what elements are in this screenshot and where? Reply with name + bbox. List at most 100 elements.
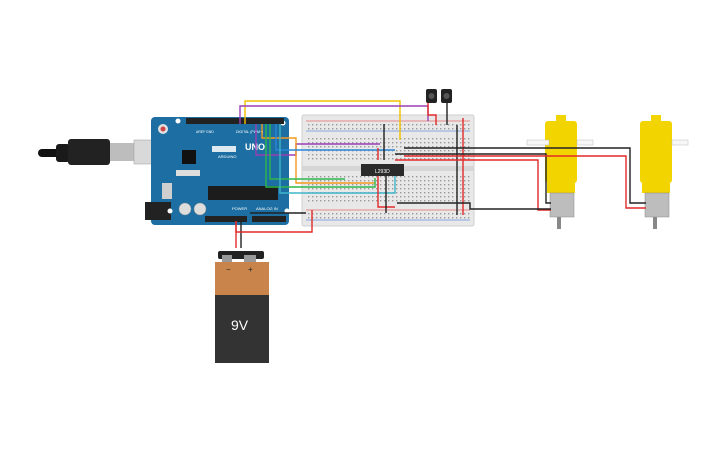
breadboard-hole [324, 138, 326, 140]
breadboard-hole [392, 196, 394, 198]
breadboard-hole [364, 138, 366, 140]
breadboard-hole [348, 176, 350, 178]
breadboard-hole [408, 124, 410, 126]
breadboard-hole [376, 184, 378, 186]
breadboard-hole [408, 213, 410, 215]
breadboard-hole [388, 184, 390, 186]
breadboard-hole [436, 213, 438, 215]
breadboard-hole [356, 176, 358, 178]
breadboard-hole [352, 188, 354, 190]
breadboard-hole [400, 188, 402, 190]
breadboard-hole [328, 142, 330, 144]
breadboard-hole [424, 200, 426, 202]
dc-motor-icon[interactable] [640, 115, 689, 229]
breadboard-hole [412, 200, 414, 202]
breadboard-hole [452, 217, 454, 219]
wire-black-rail [383, 124, 387, 213]
ir-sensor-icon[interactable] [426, 89, 452, 103]
breadboard-hole [336, 196, 338, 198]
breadboard-hole [324, 142, 326, 144]
breadboard-hole [316, 158, 318, 160]
breadboard-hole [436, 142, 438, 144]
breadboard-hole [452, 150, 454, 152]
breadboard-hole [352, 138, 354, 140]
breadboard-hole [392, 138, 394, 140]
breadboard-hole [424, 184, 426, 186]
breadboard-hole [308, 213, 310, 215]
breadboard-hole [336, 146, 338, 148]
breadboard-hole [384, 188, 386, 190]
breadboard-hole [448, 213, 450, 215]
breadboard-hole [376, 188, 378, 190]
breadboard-hole [460, 196, 462, 198]
breadboard-hole [356, 188, 358, 190]
breadboard-hole [428, 124, 430, 126]
breadboard-hole [380, 188, 382, 190]
breadboard-hole [372, 217, 374, 219]
breadboard-hole [416, 180, 418, 182]
breadboard-hole [380, 180, 382, 182]
breadboard-hole [320, 154, 322, 156]
breadboard-hole [380, 138, 382, 140]
breadboard-hole [320, 180, 322, 182]
breadboard-hole [312, 142, 314, 144]
battery-label: 9V [231, 317, 249, 333]
breadboard-hole [332, 142, 334, 144]
breadboard-hole [332, 154, 334, 156]
breadboard-hole [448, 184, 450, 186]
breadboard-hole [348, 158, 350, 160]
breadboard-hole [328, 146, 330, 148]
wire-bottom-black [397, 202, 551, 210]
breadboard-hole [336, 142, 338, 144]
breadboard-hole [372, 196, 374, 198]
breadboard-hole [384, 200, 386, 202]
breadboard-hole [320, 200, 322, 202]
breadboard-hole [388, 142, 390, 144]
breadboard-hole [364, 213, 366, 215]
breadboard-hole [356, 217, 358, 219]
breadboard-hole [460, 138, 462, 140]
breadboard-hole [408, 128, 410, 130]
breadboard-hole [388, 124, 390, 126]
breadboard-hole [348, 138, 350, 140]
breadboard-hole [308, 146, 310, 148]
breadboard-hole [452, 180, 454, 182]
breadboard-hole [444, 146, 446, 148]
breadboard-hole [356, 213, 358, 215]
breadboard-hole [444, 184, 446, 186]
breadboard-hole [328, 128, 330, 130]
breadboard-hole [404, 180, 406, 182]
breadboard-hole [328, 180, 330, 182]
breadboard-hole [408, 142, 410, 144]
motor-driver-chip[interactable]: L293D [361, 164, 404, 176]
analog-label: ANALOG IN [256, 206, 278, 211]
breadboard-hole [396, 180, 398, 182]
breadboard-hole [308, 188, 310, 190]
battery-icon[interactable]: − + 9V [215, 251, 269, 363]
aref-label: AREF [196, 130, 205, 134]
breadboard-hole [352, 213, 354, 215]
breadboard-hole [448, 196, 450, 198]
breadboard-hole [424, 196, 426, 198]
breadboard-hole [324, 146, 326, 148]
breadboard-hole [356, 124, 358, 126]
breadboard-hole [368, 180, 370, 182]
breadboard-hole [440, 138, 442, 140]
breadboard-hole [396, 158, 398, 160]
breadboard-hole [312, 154, 314, 156]
breadboard-hole [432, 124, 434, 126]
arduino-uno-board[interactable]: UNO ARDUINO DIGITAL (PWM~) AREF GND POWE… [145, 117, 290, 225]
breadboard-hole [396, 200, 398, 202]
breadboard-hole [448, 146, 450, 148]
breadboard-hole [444, 180, 446, 182]
breadboard-hole [392, 200, 394, 202]
breadboard-hole [428, 146, 430, 148]
breadboard-hole [332, 196, 334, 198]
breadboard-hole [324, 213, 326, 215]
dc-motor-icon[interactable] [526, 115, 594, 229]
breadboard-hole [380, 128, 382, 130]
breadboard-hole [336, 200, 338, 202]
breadboard-hole [452, 196, 454, 198]
breadboard-hole [428, 128, 430, 130]
breadboard-hole [432, 176, 434, 178]
